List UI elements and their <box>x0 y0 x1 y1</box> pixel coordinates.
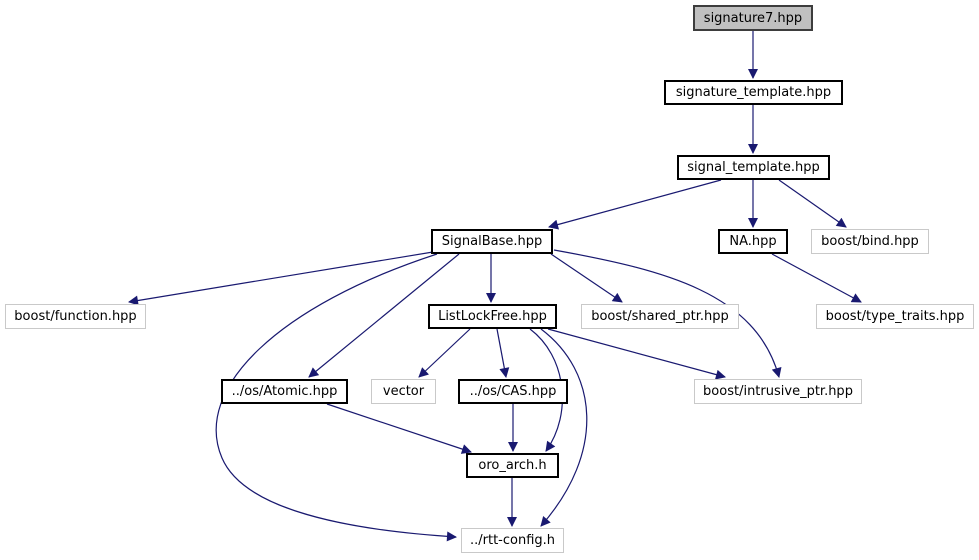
edge-ListLockFree-to-boost_intrusive_ptr <box>547 328 726 380</box>
node-label: signal_template.hpp <box>687 160 820 175</box>
node-vector: vector <box>371 379 436 404</box>
edge-signal_template-to-boost_bind <box>778 179 847 228</box>
node-boost_bind: boost/bind.hpp <box>811 229 929 254</box>
edge-ListLockFree-to-rtt_config <box>540 328 588 527</box>
node-ListLockFree[interactable]: ListLockFree.hpp <box>428 304 557 329</box>
node-label: boost/function.hpp <box>14 309 137 324</box>
node-signal_template[interactable]: signal_template.hpp <box>677 155 830 180</box>
edge-SignalBase-to-boost_function <box>128 251 434 306</box>
edge-SignalBase-to-rtt_config <box>215 253 457 542</box>
node-boost_function: boost/function.hpp <box>5 304 146 329</box>
node-label: ListLockFree.hpp <box>438 309 547 324</box>
node-label: boost/type_traits.hpp <box>825 309 965 324</box>
node-signature7: signature7.hpp <box>693 5 813 31</box>
node-label: boost/bind.hpp <box>821 234 919 249</box>
node-NA[interactable]: NA.hpp <box>718 229 788 254</box>
node-label: signature_template.hpp <box>675 85 832 100</box>
node-label: signature7.hpp <box>703 10 803 26</box>
node-boost_type_traits: boost/type_traits.hpp <box>816 304 974 329</box>
node-label: ../os/CAS.hpp <box>469 384 557 399</box>
node-label: ../os/Atomic.hpp <box>231 384 338 399</box>
node-label: vector <box>382 384 425 399</box>
node-label: boost/intrusive_ptr.hpp <box>703 384 853 399</box>
edge-ListLockFree-to-vector <box>418 328 471 378</box>
edge-ListLockFree-to-os_cas <box>496 328 510 378</box>
node-label: SignalBase.hpp <box>441 234 543 249</box>
node-signature_template[interactable]: signature_template.hpp <box>664 80 843 105</box>
node-label: ../rtt-config.h <box>469 533 556 548</box>
node-boost_shared_ptr: boost/shared_ptr.hpp <box>581 304 739 329</box>
node-oro_arch[interactable]: oro_arch.h <box>466 453 559 478</box>
node-os_atomic[interactable]: ../os/Atomic.hpp <box>221 379 348 404</box>
edge-NA-to-boost_type_traits <box>771 253 862 303</box>
node-label: oro_arch.h <box>478 458 547 473</box>
node-SignalBase[interactable]: SignalBase.hpp <box>431 229 553 254</box>
node-label: boost/shared_ptr.hpp <box>591 309 729 324</box>
edge-os_atomic-to-oro_arch <box>326 403 472 454</box>
node-label: NA.hpp <box>729 234 777 249</box>
node-rtt_config: ../rtt-config.h <box>461 528 564 553</box>
edge-signal_template-to-SignalBase <box>548 179 722 230</box>
node-os_cas[interactable]: ../os/CAS.hpp <box>458 379 568 404</box>
node-boost_intrusive_ptr: boost/intrusive_ptr.hpp <box>694 379 862 404</box>
edge-SignalBase-to-boost_shared_ptr <box>550 253 623 303</box>
edge-SignalBase-to-os_atomic <box>308 253 460 378</box>
edge-SignalBase-to-boost_intrusive_ptr <box>553 249 782 378</box>
